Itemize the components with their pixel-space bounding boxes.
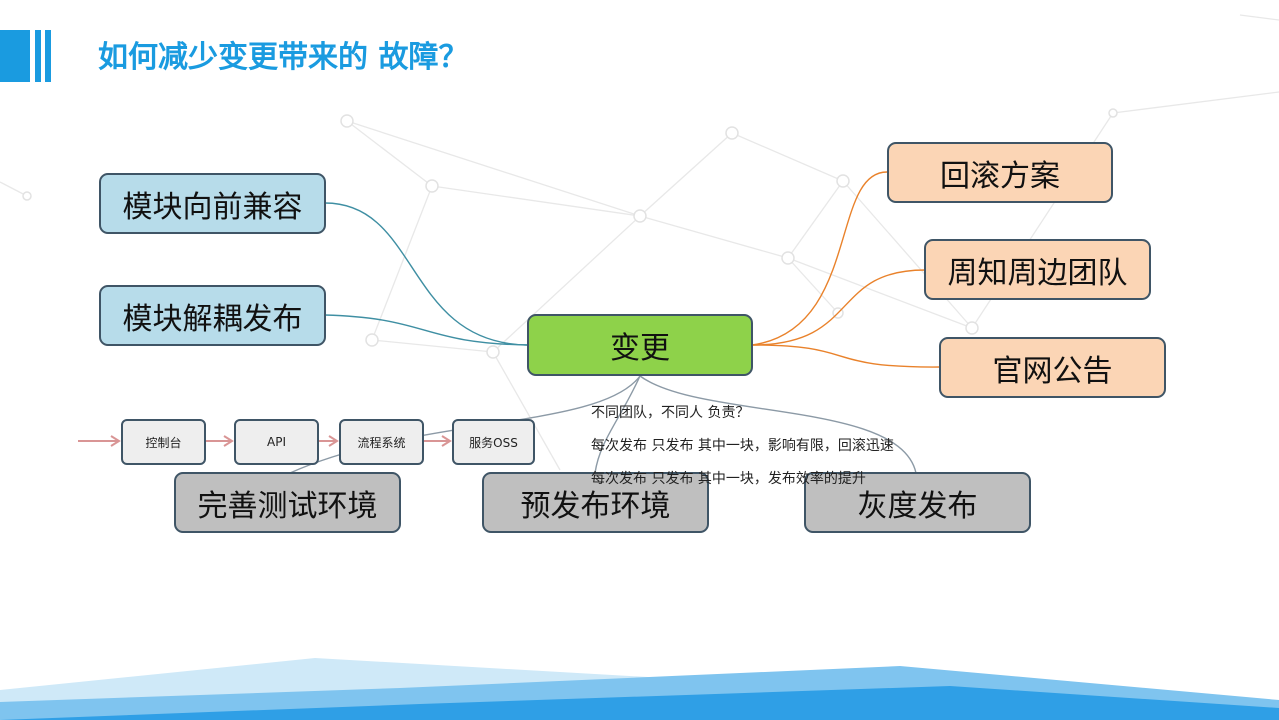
page-title: 如何减少变更带来的 故障？ xyxy=(98,40,469,75)
link-decouple xyxy=(324,314,528,346)
link-announce xyxy=(751,344,941,368)
node-label: 周知周边团队 xyxy=(947,255,1128,291)
pipeline-step-workflow: 流程系统 xyxy=(339,419,424,465)
pipeline-arrows xyxy=(78,435,452,447)
node-label: 变更 xyxy=(610,331,670,366)
node-center-change: 变更 xyxy=(527,314,753,376)
node-label: 完善测试环境 xyxy=(197,488,378,524)
pipeline-step-label: 服务OSS xyxy=(469,435,518,450)
pipeline-step-label: 流程系统 xyxy=(357,435,406,450)
node-module-decoupled-release: 模块解耦发布 xyxy=(99,285,326,346)
link-notify xyxy=(751,269,926,346)
note-limited-impact: 每次发布 只发布 其中一块，影响有限，回滚迅速 xyxy=(591,438,894,454)
node-label: 官网公告 xyxy=(992,353,1113,389)
pipeline-step-api: API xyxy=(234,419,319,465)
node-gray-release: 灰度发布 xyxy=(804,472,1031,533)
note-efficiency: 每次发布 只发布 其中一块，发布效率的提升 xyxy=(591,471,866,487)
node-label: 回滚方案 xyxy=(940,158,1060,194)
node-module-forward-compat: 模块向前兼容 xyxy=(99,173,326,234)
node-rollback-plan: 回滚方案 xyxy=(887,142,1113,203)
node-label: 预发布环境 xyxy=(520,488,671,524)
pipeline-step-label: 控制台 xyxy=(145,435,182,450)
node-label: 灰度发布 xyxy=(857,488,978,524)
pipeline-step-console: 控制台 xyxy=(121,419,206,465)
link-rollback xyxy=(751,171,888,346)
node-label: 模块向前兼容 xyxy=(122,189,303,225)
node-pre-release-environment: 预发布环境 xyxy=(482,472,709,533)
node-test-environment: 完善测试环境 xyxy=(174,472,401,533)
link-compat xyxy=(324,202,528,346)
node-official-announcement: 官网公告 xyxy=(939,337,1166,398)
note-ownership: 不同团队，不同人 负责？ xyxy=(591,405,750,421)
node-notify-teams: 周知周边团队 xyxy=(924,239,1151,300)
link-preenv xyxy=(594,375,641,474)
pipeline-step-service-oss: 服务OSS xyxy=(452,419,535,465)
node-label: 模块解耦发布 xyxy=(122,301,303,337)
link-gray xyxy=(639,375,917,474)
pipeline-step-label: API xyxy=(267,435,286,449)
title-accent-icon xyxy=(0,30,52,82)
